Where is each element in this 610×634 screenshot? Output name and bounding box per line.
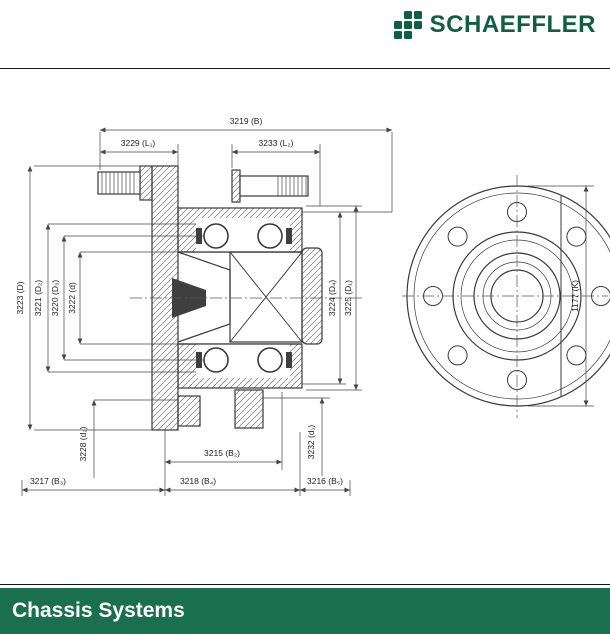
footer-bar: Chassis Systems — [0, 588, 610, 634]
dim-label-D: 3223 (D) — [15, 281, 25, 314]
hub-bolt — [231, 169, 309, 203]
dim-label-b2: 3215 (B₂) — [204, 448, 240, 458]
dim-label-b5: 3216 (B₅) — [307, 476, 343, 486]
dim-label-D3: 3220 (D₃) — [50, 280, 60, 317]
dim-label-d: 3222 (d) — [67, 282, 77, 314]
centre-section — [229, 251, 303, 343]
logo-wordmark: SCHAEFFLER — [429, 11, 596, 38]
schaeffler-logo-icon — [393, 11, 422, 39]
dim-label-b4: 3218 (B₄) — [180, 476, 216, 486]
dim-label-d2: 3228 (d₂) — [78, 426, 88, 461]
dim-label-D1: 3225 (D₁) — [343, 280, 353, 316]
footer-title: Chassis Systems — [12, 599, 185, 622]
dim-label-d1: 3232 (d₁) — [306, 425, 316, 460]
dimension-labels: 3219 (B) 3229 (L₁) 3233 (L₂) 3223 (D) 32… — [15, 116, 580, 486]
dim-label-b3: 3217 (B₃) — [30, 476, 66, 486]
front-view — [402, 175, 610, 418]
dim-label-D4: 3224 (D₄) — [327, 280, 337, 317]
cross-section-view — [97, 165, 362, 431]
dim-label-l2: 3233 (L₂) — [259, 138, 294, 148]
dim-label-k: 1177 (K) — [570, 280, 580, 312]
header: SCHAEFFLER — [0, 0, 610, 69]
dimension-lines — [21, 127, 594, 496]
footer-divider — [0, 584, 610, 585]
schaeffler-logo: SCHAEFFLER — [393, 10, 596, 40]
dim-label-b: 3219 (B) — [230, 116, 263, 126]
dim-label-D2: 3221 (D₂) — [33, 280, 43, 317]
dim-label-l1: 3229 (L₁) — [121, 138, 156, 148]
wheel-stud — [97, 171, 141, 195]
spline-core — [172, 278, 206, 318]
